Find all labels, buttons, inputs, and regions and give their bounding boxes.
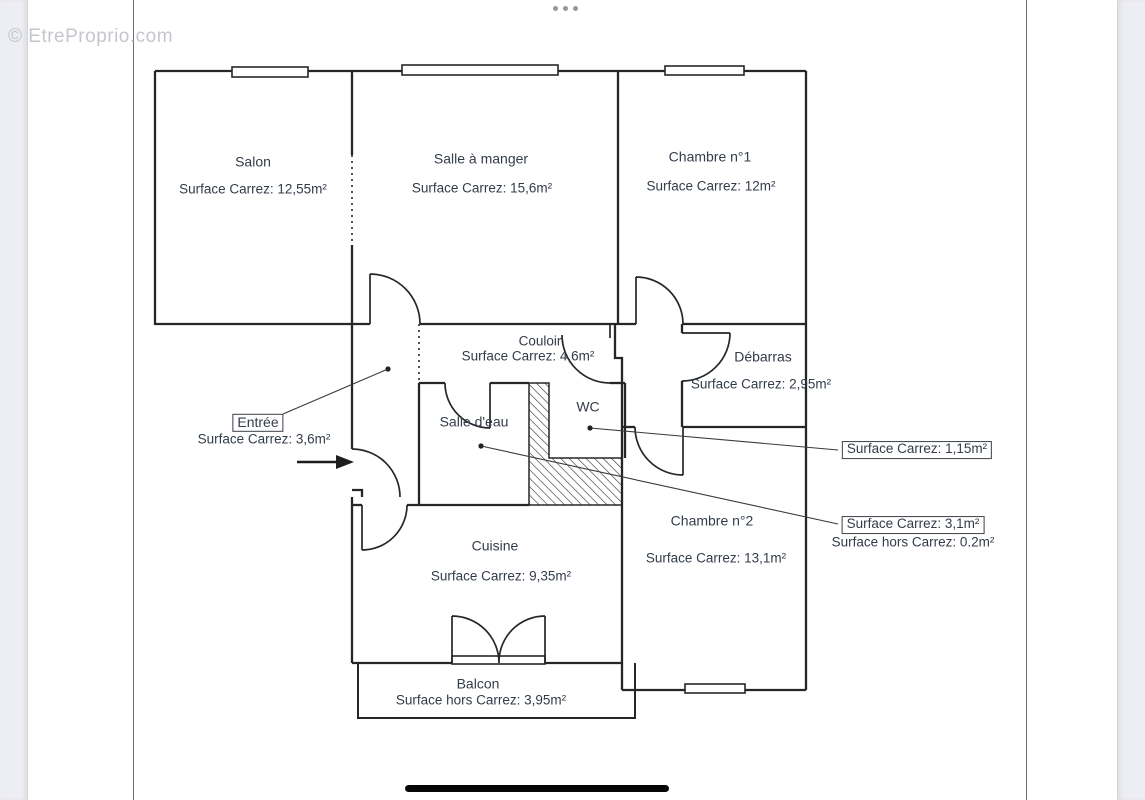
room-label-entree: Entrée (232, 413, 284, 433)
document-right-edge (1026, 0, 1028, 800)
room-label-debarras: Débarras (734, 348, 792, 365)
balcony-walls (357, 663, 636, 719)
room-area-cuisine: Surface Carrez: 9,35m² (430, 568, 572, 584)
room-area-salle-a-manger: Surface Carrez: 15,6m² (411, 180, 553, 196)
viewer-right-margin (1117, 0, 1145, 800)
doors (351, 273, 731, 664)
room-area-balcon: Surface hors Carrez: 3,95m² (395, 692, 567, 708)
room-label-salle-a-manger: Salle à manger (433, 150, 529, 167)
room-label-wc: WC (576, 398, 600, 415)
room-area-debarras: Surface Carrez: 2,95m² (690, 376, 832, 392)
room-area-chambre-1: Surface Carrez: 12m² (646, 178, 776, 194)
room-label-cuisine: Cuisine (471, 537, 519, 554)
callout-salle-deau-area: Surface Carrez: 3,1m² (841, 516, 985, 534)
room-label-couloir: Couloir (518, 333, 562, 349)
room-area-couloir: Surface Carrez: 4,6m² (461, 348, 595, 364)
room-area-entree: Surface Carrez: 3,6m² (197, 431, 331, 447)
document-left-edge (133, 0, 135, 800)
walls (153, 69, 808, 692)
room-label-salon: Salon (235, 153, 271, 170)
callout-wc-area: Surface Carrez: 1,15m² (841, 441, 993, 459)
more-options-handle[interactable] (553, 6, 578, 11)
leader-dots (385, 366, 593, 449)
home-indicator[interactable] (405, 785, 669, 792)
leader-lines (282, 368, 839, 525)
dot-icon (553, 6, 558, 11)
room-label-salle-deau: Salle d'eau (439, 413, 509, 430)
hatched-wall (528, 382, 623, 506)
watermark: © EtreProprio.com (8, 26, 174, 47)
dashed-partitions (351, 155, 420, 383)
room-area-chambre-2: Surface Carrez: 13,1m² (645, 550, 787, 566)
callout-salle-deau-hors: Surface hors Carrez: 0.2m² (831, 534, 995, 550)
entrance-arrow-icon (297, 455, 354, 469)
dot-icon (563, 6, 568, 11)
viewer-left-margin (0, 0, 28, 800)
dot-icon (573, 6, 578, 11)
room-area-salon: Surface Carrez: 12,55m² (179, 181, 327, 197)
room-label-chambre-1: Chambre n°1 (668, 148, 752, 165)
room-label-chambre-2: Chambre n°2 (670, 512, 754, 529)
room-label-balcon: Balcon (456, 675, 500, 692)
